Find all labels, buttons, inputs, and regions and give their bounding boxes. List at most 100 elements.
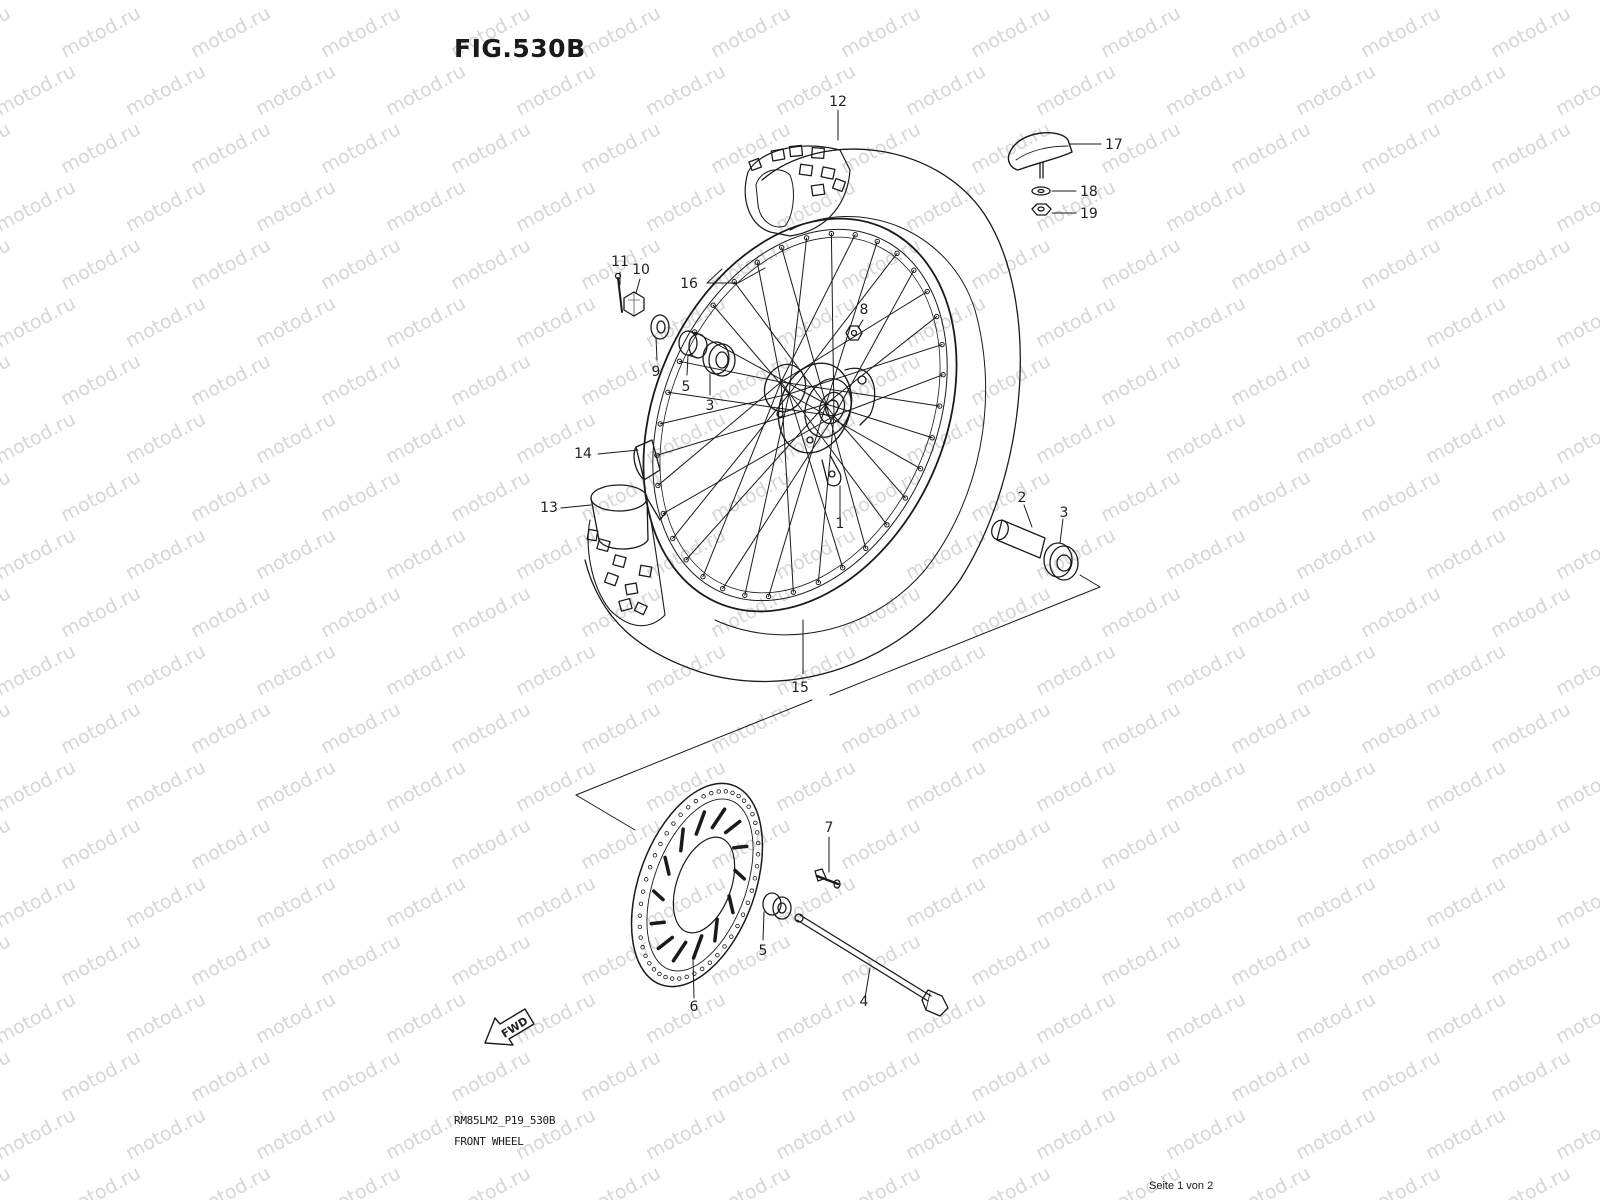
disc-hole — [643, 953, 648, 959]
spoke — [825, 316, 938, 405]
disc-hole — [730, 790, 735, 796]
disc-hole — [707, 960, 713, 965]
disc-hole — [651, 967, 657, 972]
disc-hole — [677, 976, 682, 981]
spoke — [780, 381, 941, 407]
spoke — [722, 415, 835, 590]
disc-hole — [741, 798, 747, 803]
spoke — [672, 393, 790, 539]
spoke — [667, 391, 835, 417]
disc-slot — [679, 827, 685, 853]
spoke-nipple — [902, 495, 909, 501]
spoke — [833, 415, 906, 499]
spoke — [712, 304, 790, 395]
spoke — [662, 415, 835, 514]
callout-15: 15 — [791, 680, 809, 696]
forward-direction-arrow — [484, 1008, 535, 1046]
rim-lock — [1007, 132, 1073, 216]
callout-4: 4 — [860, 994, 869, 1010]
disc-hole — [746, 804, 751, 809]
cotter-pin — [614, 272, 623, 313]
disc-hole — [692, 971, 697, 976]
disc-hole — [640, 889, 646, 894]
brake-disc — [630, 782, 764, 988]
disc-hole — [658, 841, 663, 847]
spoke-nipple — [665, 389, 671, 395]
page-counter: Seite 1 von 2 — [1149, 1180, 1214, 1192]
spoke-nipple — [917, 465, 924, 472]
spoke-nipple — [670, 535, 676, 542]
spoke — [788, 237, 808, 395]
valve-nut — [845, 325, 863, 341]
disc-hole — [715, 952, 720, 958]
disc-hole — [671, 821, 676, 826]
spoke-nipple — [852, 232, 858, 238]
front-axle — [794, 913, 949, 1017]
disc-hole — [736, 793, 741, 799]
spoke — [685, 403, 827, 561]
spoke-nipple — [778, 244, 785, 251]
spoke-nipple — [742, 592, 748, 598]
disc-hole — [664, 831, 669, 836]
callout-12: 12 — [829, 94, 847, 110]
spoke — [830, 233, 835, 417]
spoke — [833, 374, 944, 417]
callout-16: 16 — [680, 276, 698, 292]
disc-slot — [694, 810, 707, 836]
spoke — [788, 252, 898, 395]
disc-slot — [691, 934, 704, 960]
section-name: FRONT WHEEL — [454, 1135, 524, 1148]
hub — [763, 362, 876, 487]
disc-hole — [729, 934, 734, 939]
callout-14: 14 — [574, 446, 592, 462]
washer — [650, 314, 670, 340]
disc-hole — [684, 974, 689, 980]
spoke-nipple — [790, 589, 797, 595]
disc-hole — [709, 790, 714, 796]
spoke-nipple — [676, 358, 683, 365]
callout-5-bottom: 5 — [759, 943, 768, 959]
callout-3-left: 3 — [706, 398, 715, 414]
bearing-right — [1043, 542, 1079, 581]
disc-slot — [723, 819, 742, 835]
spacer-right — [991, 519, 1046, 559]
disc-hole — [750, 811, 755, 817]
spoke — [657, 381, 782, 486]
disc-hole — [663, 974, 668, 980]
disc-slot — [651, 889, 665, 902]
disc-hole — [669, 976, 675, 981]
spoke — [780, 234, 856, 383]
spacer-bottom — [762, 892, 792, 920]
callout-10: 10 — [632, 262, 650, 278]
callout-7: 7 — [825, 820, 834, 836]
spoke — [768, 403, 827, 597]
disc-hole — [647, 961, 652, 966]
spoke-nipple — [863, 545, 869, 551]
spoke-nipple — [934, 313, 940, 320]
spoke-nipple — [815, 579, 822, 586]
disc-slot — [663, 855, 671, 876]
callout-8: 8 — [860, 302, 869, 318]
spoke-nipple — [828, 230, 835, 237]
spoke-nipple — [911, 267, 917, 273]
spoke-nipple — [840, 564, 846, 571]
callout-3-right: 3 — [1060, 505, 1069, 521]
spoke-nipple — [940, 372, 946, 378]
spokes — [654, 230, 946, 600]
callout-18: 18 — [1080, 184, 1098, 200]
disc-bolt — [814, 868, 841, 889]
disc-hole — [638, 901, 644, 907]
disc-hole — [647, 865, 653, 870]
callout-5-top: 5 — [682, 379, 691, 395]
spoke-nipple — [683, 557, 689, 563]
disc-hole — [640, 945, 645, 950]
disc-slot — [713, 917, 719, 943]
bearing-left — [702, 341, 736, 377]
spoke-nipple — [657, 421, 663, 427]
spoke — [744, 393, 790, 596]
spoke-nipple — [884, 522, 890, 528]
spoke — [656, 403, 827, 456]
disc-slot — [732, 844, 749, 850]
disc-hole — [678, 812, 683, 818]
